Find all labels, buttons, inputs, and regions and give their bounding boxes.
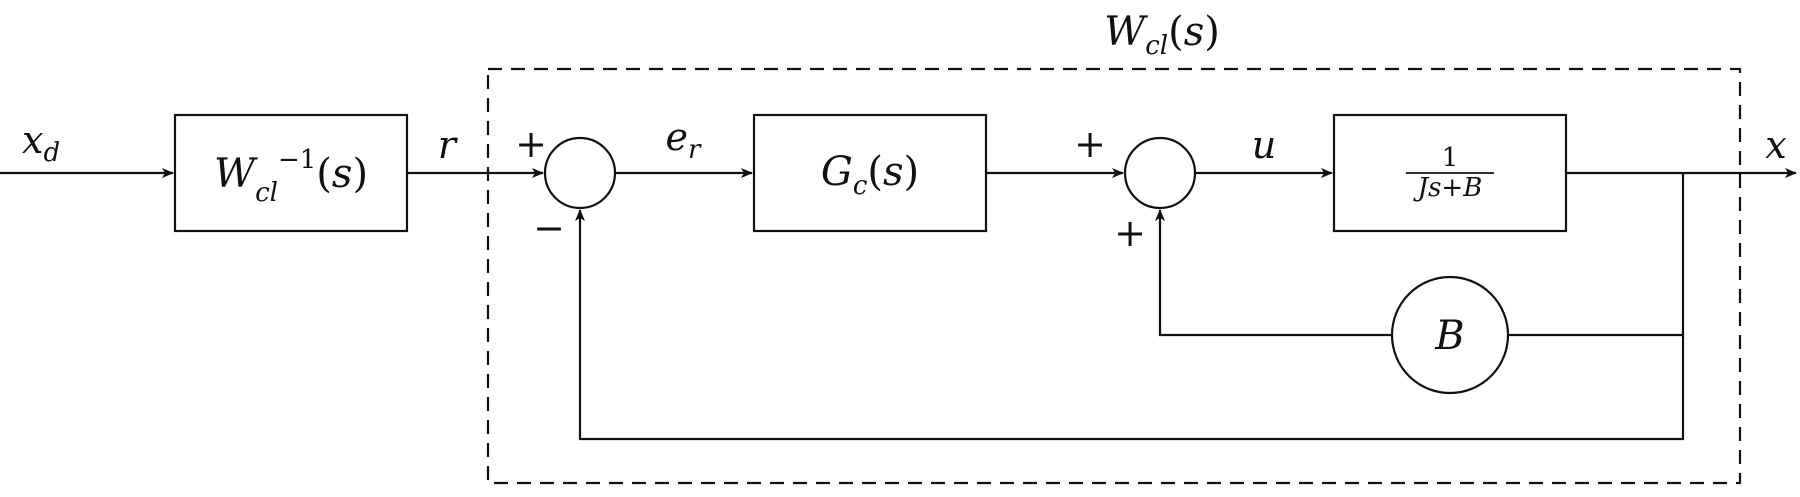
sum1-plus-sign: + bbox=[515, 122, 547, 166]
sum2-plus-top-sign: + bbox=[1074, 122, 1106, 166]
closed-loop-boundary bbox=[486, 67, 1742, 485]
inner-feedback-to-sum2 bbox=[1155, 209, 1392, 337]
outer-feedback-path bbox=[575, 209, 1685, 441]
signal-r-label: r bbox=[438, 123, 459, 167]
controller-block-label: Gc(s) bbox=[821, 149, 919, 201]
plant-numerator: 1 bbox=[1442, 143, 1459, 173]
inverse-block-label: Wcl−1(s) bbox=[214, 145, 368, 208]
signal-xd-label: xd bbox=[22, 118, 60, 168]
signal-er-label: er bbox=[666, 115, 703, 165]
signal-x-label: x bbox=[1765, 123, 1786, 167]
inverse-block bbox=[173, 113, 409, 233]
closed-loop-title: Wcl(s) bbox=[1104, 9, 1220, 61]
sum2-plus-bottom-sign: + bbox=[1114, 211, 1146, 255]
summing-junction-2 bbox=[1123, 136, 1197, 210]
feedback-gain-label: B bbox=[1434, 313, 1464, 359]
signal-u-label: u bbox=[1252, 123, 1276, 167]
sum1-minus-sign: − bbox=[533, 206, 565, 250]
plant-denominator: Js+B bbox=[1413, 173, 1483, 203]
summing-junction-1 bbox=[543, 136, 617, 210]
controller-block bbox=[752, 113, 988, 233]
